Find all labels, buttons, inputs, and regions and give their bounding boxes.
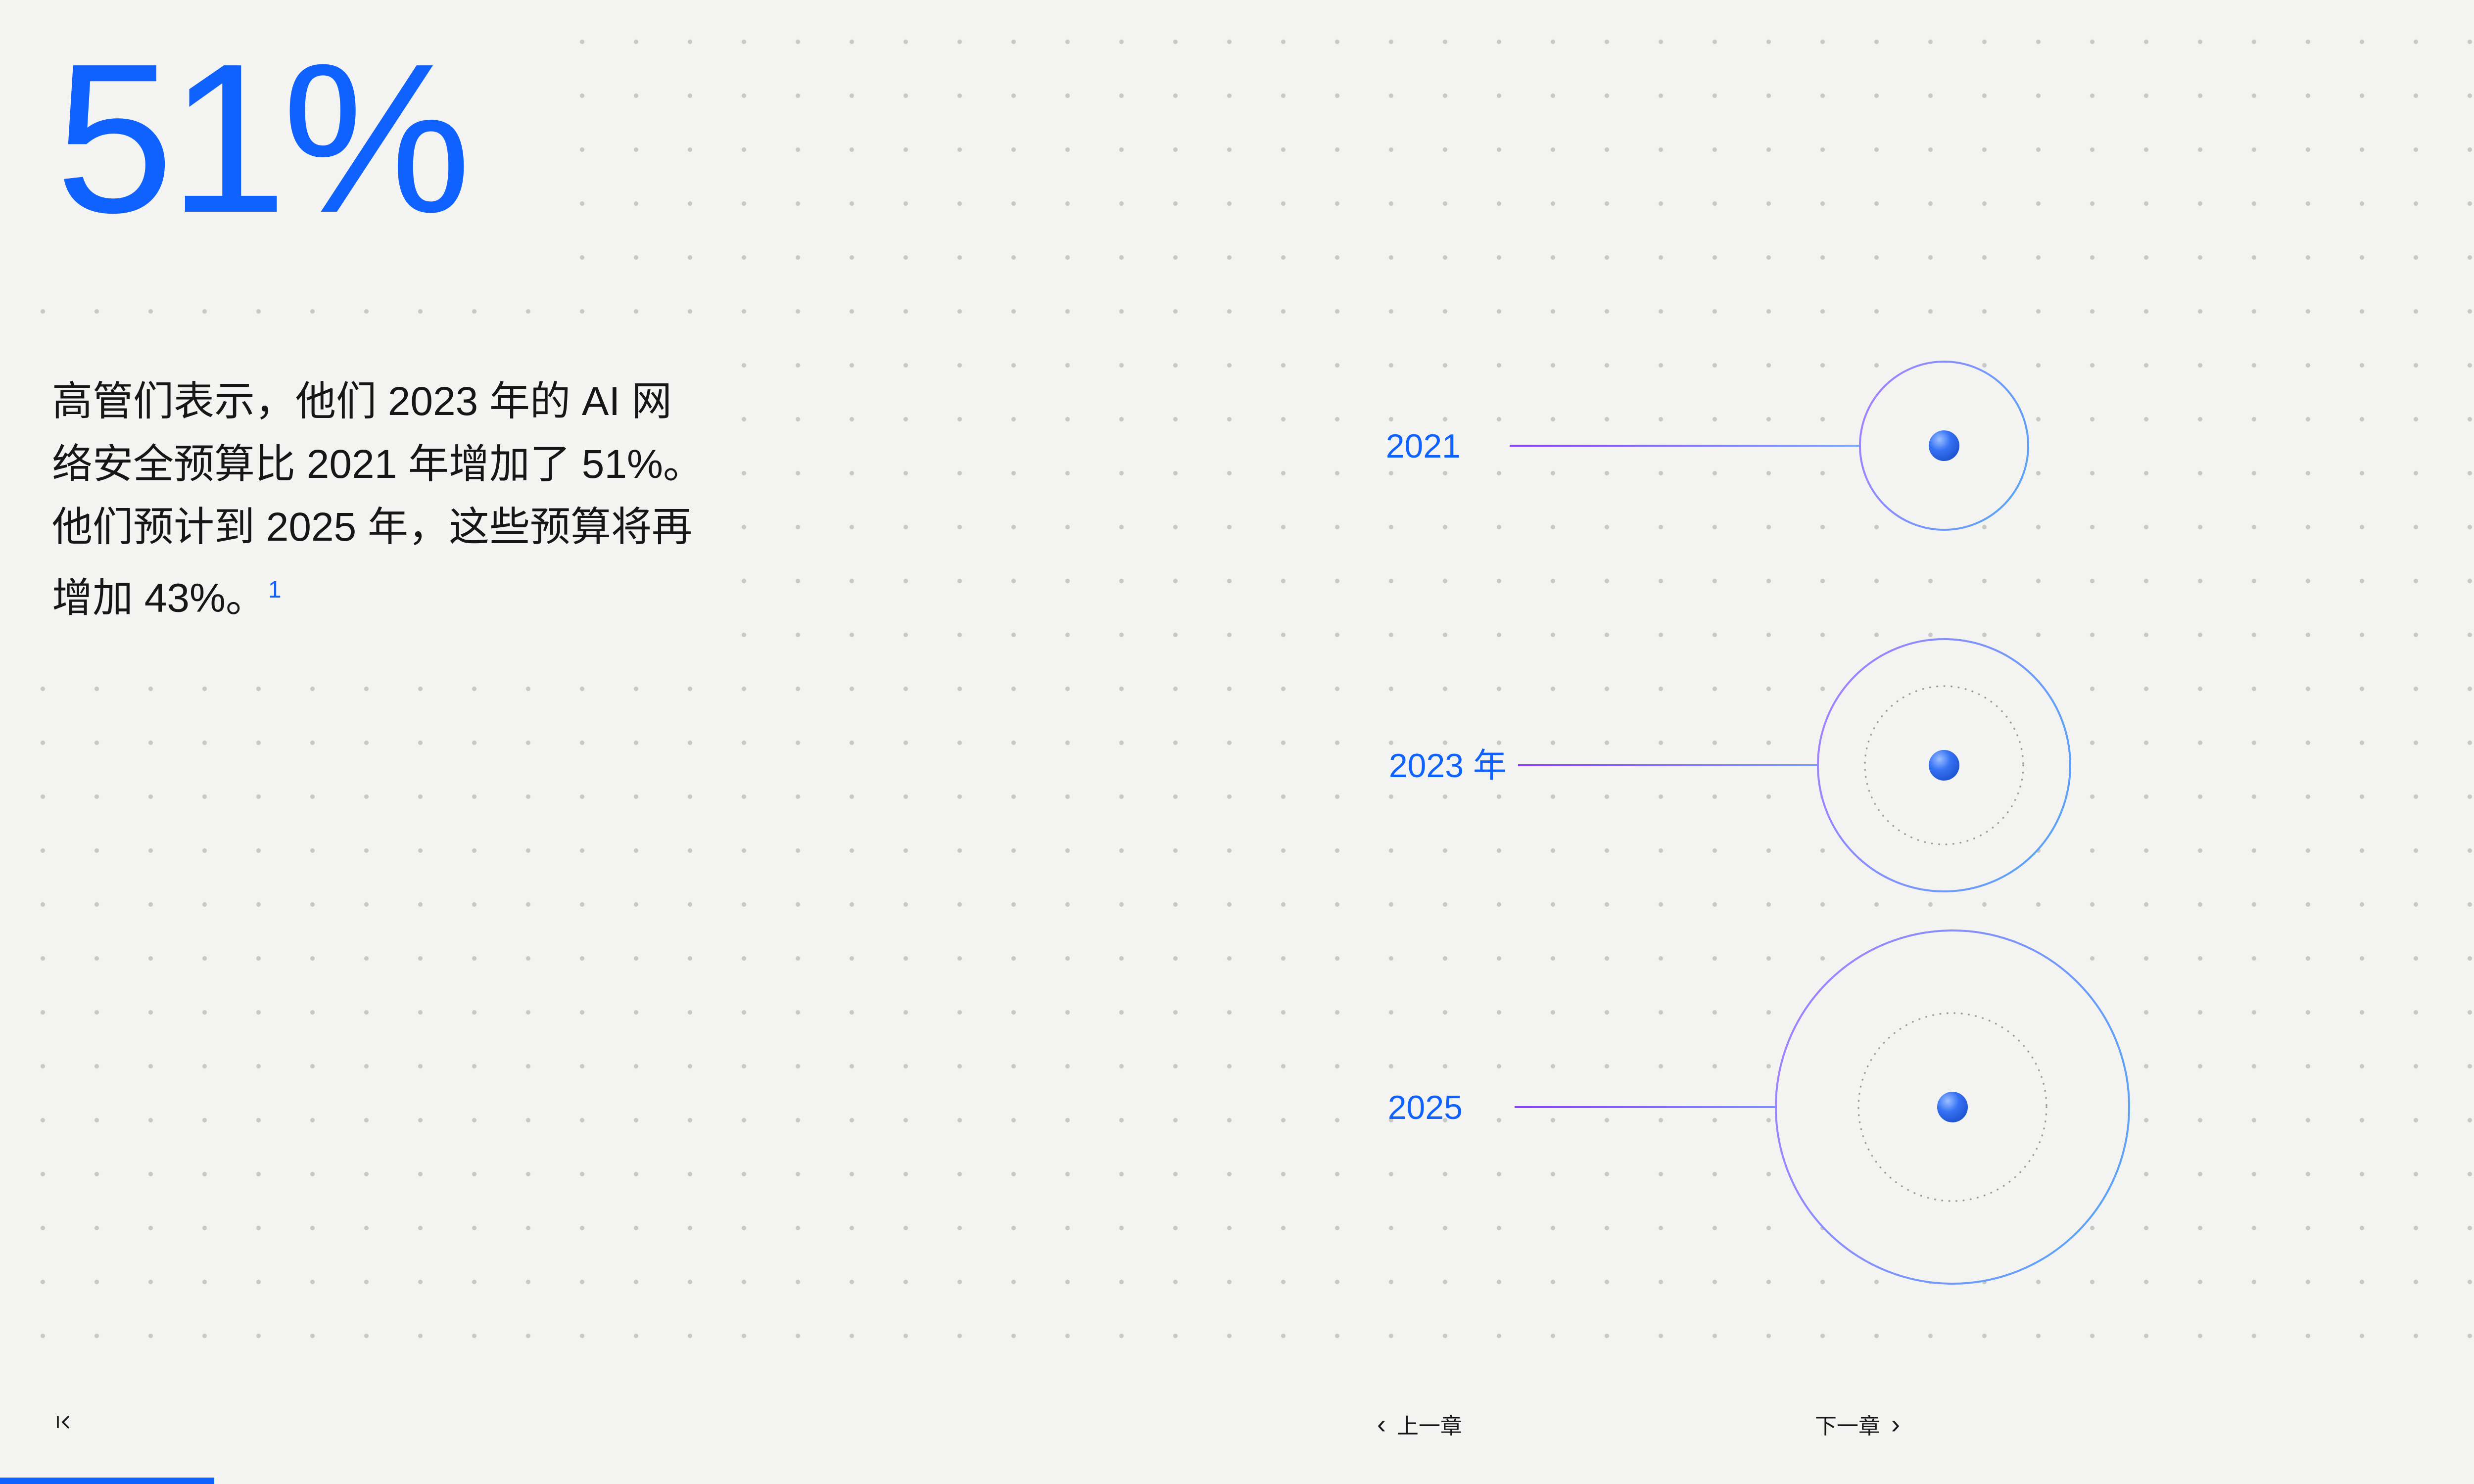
footnote-marker: 1: [268, 577, 282, 603]
dotted-inner-ring-2025: [1857, 1012, 2047, 1202]
bubble-dot-2025: [1937, 1092, 1968, 1122]
year-label-2021: 2021: [1386, 427, 1461, 465]
next-chapter-button[interactable]: 下一章 ›: [1815, 1408, 1900, 1440]
bubble-group-2025: 2025: [1388, 929, 2130, 1285]
chevron-right-icon: ›: [1891, 1409, 1900, 1439]
body-line: 增加 43%。1: [52, 558, 704, 629]
bubble-ring-2021: [1859, 361, 2029, 531]
chevron-left-icon: ‹: [1377, 1409, 1386, 1439]
pagination-bar: ‹ 上一章 下一章 › 8: [0, 1383, 2474, 1484]
first-page-button[interactable]: [52, 1410, 76, 1434]
skip-to-first-icon: [57, 1415, 70, 1429]
bubble-group-2023: 2023 年: [1389, 638, 2071, 892]
body-line: 他们预计到 2025 年，这些预算将再: [52, 505, 692, 550]
bubble-group-2021: 2021: [1386, 361, 2029, 531]
year-label-2023: 2023 年: [1389, 747, 1507, 785]
body-line-text: 增加 43%。: [52, 575, 266, 621]
dotted-inner-ring-2023: [1864, 685, 2024, 845]
headline-stat: 51%: [0, 0, 551, 305]
previous-chapter-label: 上一章: [1396, 1414, 1462, 1438]
bubble-dot-2021: [1929, 430, 1959, 461]
body-line: 高管们表示，他们 2023 年的 AI 网: [52, 379, 672, 424]
year-label-2025: 2025: [1388, 1089, 1463, 1126]
bubble-ring-2025: [1775, 929, 2130, 1285]
next-chapter-label: 下一章: [1815, 1414, 1880, 1438]
bubble-dot-2023: [1929, 750, 1959, 781]
progress-bar: [0, 1478, 214, 1484]
body-line: 络安全预算比 2021 年增加了 51%。: [52, 442, 704, 487]
bubble-ring-2023: [1817, 638, 2071, 892]
previous-chapter-button[interactable]: ‹ 上一章: [1377, 1408, 1462, 1440]
body-paragraph: 高管们表示，他们 2023 年的 AI 网 络安全预算比 2021 年增加了 5…: [35, 355, 726, 652]
